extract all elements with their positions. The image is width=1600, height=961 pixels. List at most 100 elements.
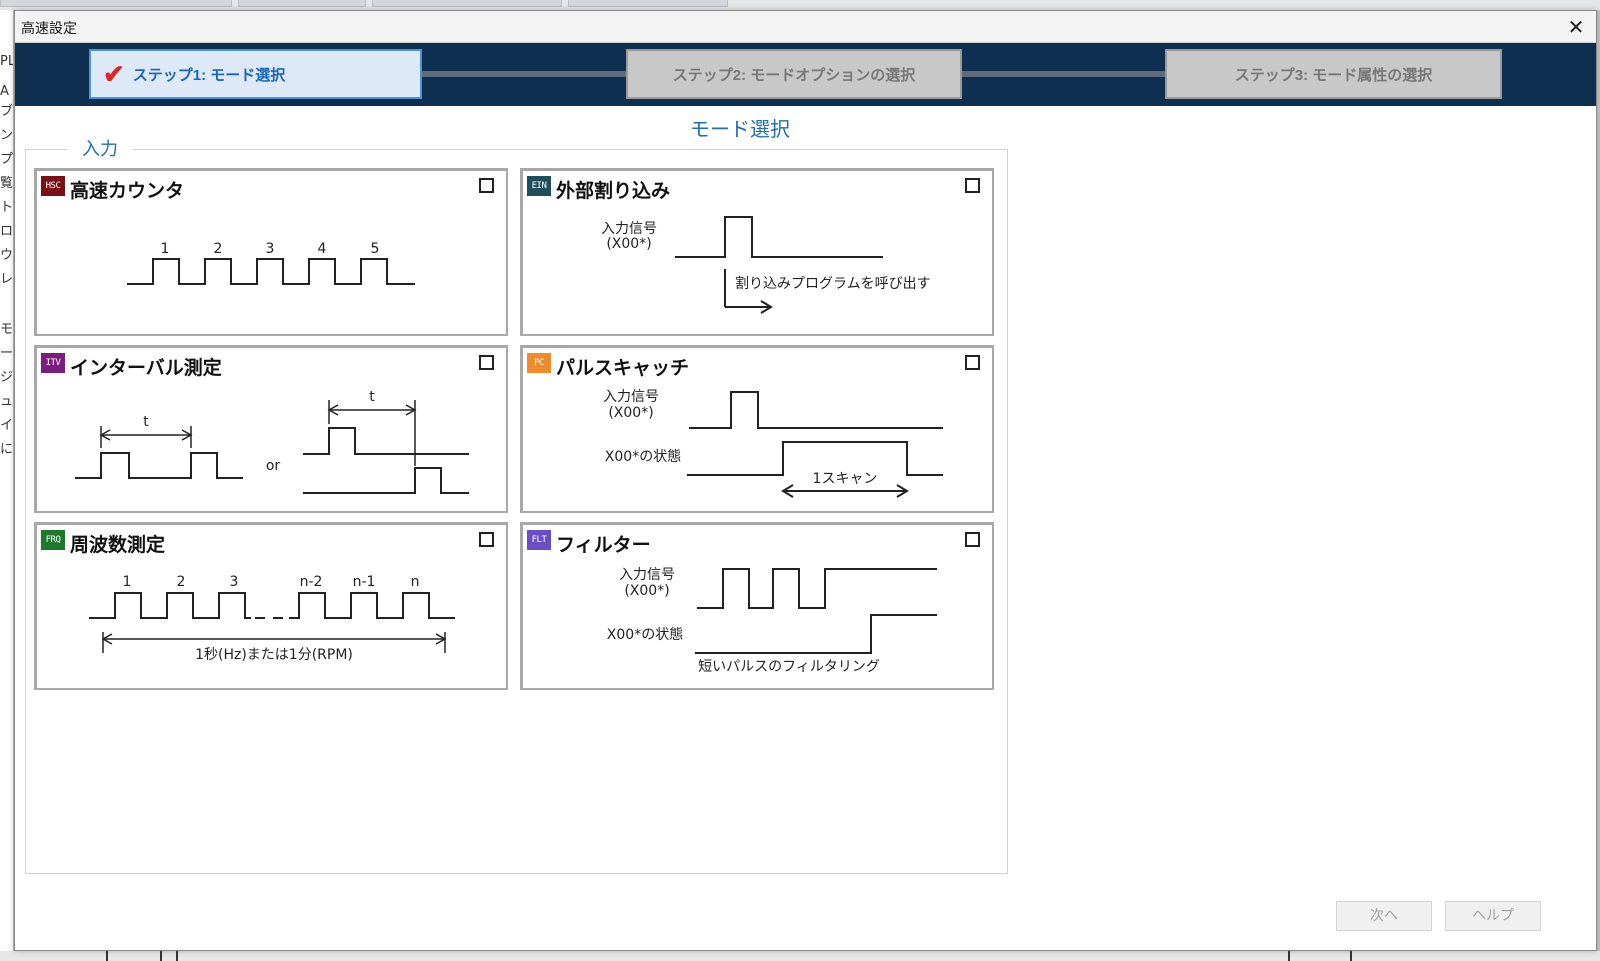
mode-checkbox[interactable] xyxy=(479,532,494,547)
background-text: プロ xyxy=(0,152,14,167)
pulse-number: 2 xyxy=(214,241,223,257)
signal-label: (X00*) xyxy=(608,405,653,421)
mode-checkbox[interactable] xyxy=(479,355,494,370)
filter-diagram: 入力信号 (X00*) X00*の状態 短いパルスのフィルタリング xyxy=(607,567,937,675)
next-button[interactable]: 次へ xyxy=(1336,901,1432,931)
signal-label: 入力信号 xyxy=(601,221,657,237)
background-text: A xyxy=(0,84,9,99)
arrow-head-icon xyxy=(760,300,773,314)
interrupt-note: 割り込みプログラムを呼び出す xyxy=(735,275,931,292)
background-divider xyxy=(1350,951,1352,961)
page-title: モード選択 xyxy=(690,119,790,141)
mode-card-frequency-measurement[interactable]: 1 2 3 n-2 n-1 n 1秒(Hz)または1分(RPM) FRQ 周波数… xyxy=(34,522,508,690)
mode-card-pulse-catch[interactable]: 入力信号 (X00*) X00*の状態 1スキャン PC パルスキャッチ xyxy=(520,345,994,513)
state-waveform xyxy=(687,441,943,476)
mode-card-interval-measurement[interactable]: t or t ITV インターバル測定 xyxy=(34,345,508,513)
pulse-waveform-a xyxy=(303,427,469,455)
arrow-head-icon xyxy=(101,633,113,645)
step-label: ステップ3: モード属性の選択 xyxy=(1234,66,1433,84)
high-speed-counter-diagram: 1 2 3 4 5 xyxy=(127,241,415,285)
card-title: パルスキャッチ xyxy=(556,357,690,379)
close-icon[interactable]: ✕ xyxy=(1567,15,1585,39)
background-text: イ xyxy=(0,418,14,433)
input-waveform xyxy=(689,391,943,429)
background-text: PL xyxy=(0,54,14,69)
dialog-title: 高速設定 xyxy=(21,21,77,37)
frq-badge-icon: FRQ xyxy=(41,530,65,550)
step-connector xyxy=(961,71,1167,77)
pulse-number: 4 xyxy=(318,241,327,257)
pulse-number: n-2 xyxy=(300,574,323,590)
background-text: ブラ xyxy=(0,104,14,119)
step-label: ステップ2: モードオプションの選択 xyxy=(672,66,916,84)
mode-checkbox[interactable] xyxy=(479,178,494,193)
card-title: 高速カウンタ xyxy=(70,180,185,202)
background-text: ト xyxy=(0,200,14,215)
signal-waveform xyxy=(675,216,883,258)
checkmark-icon: ✔ xyxy=(103,58,125,89)
arrow-head-icon xyxy=(181,429,193,441)
step-label: ステップ1: モード選択 xyxy=(132,66,286,84)
mode-card-high-speed-counter[interactable]: 1 2 3 4 5 HSC 高速カウンタ xyxy=(34,168,508,336)
background-bottom-strip xyxy=(0,951,1600,961)
filter-caption: 短いパルスのフィルタリング xyxy=(698,659,880,675)
interval-measurement-diagram: t or t xyxy=(75,389,469,494)
scan-label: 1スキャン xyxy=(813,471,878,487)
background-text: に xyxy=(0,442,14,457)
pulse-waveform xyxy=(89,592,251,619)
pc-badge-icon: PC xyxy=(527,353,551,373)
hsc-badge-icon: HSC xyxy=(41,176,65,196)
group-label: 入力 xyxy=(68,135,132,161)
step-3-mode-attribute-selection[interactable]: ステップ3: モード属性の選択 xyxy=(1165,49,1502,99)
mode-checkbox[interactable] xyxy=(965,178,980,193)
signal-label: 入力信号 xyxy=(619,567,675,583)
frequency-measurement-diagram: 1 2 3 n-2 n-1 n 1秒(Hz)または1分(RPM) xyxy=(89,574,455,663)
signal-label: 入力信号 xyxy=(603,389,659,405)
background-text: ー xyxy=(0,346,14,361)
mode-card-filter[interactable]: 入力信号 (X00*) X00*の状態 短いパルスのフィルタリング FLT フィ… xyxy=(520,522,994,690)
background-text: ロク xyxy=(0,224,14,239)
signal-label: (X00*) xyxy=(606,236,651,252)
pulse-waveform-b xyxy=(303,467,469,494)
pulse-number: 3 xyxy=(230,574,239,590)
step-1-mode-selection[interactable]: ✔ ステップ1: モード選択 xyxy=(89,49,422,99)
help-button[interactable]: ヘルプ xyxy=(1445,901,1541,931)
state-label: X00*の状態 xyxy=(607,627,683,643)
pulse-number: 1 xyxy=(161,241,170,257)
background-text: ジュ xyxy=(0,370,13,385)
background-tab-strip xyxy=(0,0,1600,10)
mode-checkbox[interactable] xyxy=(965,532,980,547)
external-interrupt-diagram: 入力信号 (X00*) 割り込みプログラムを呼び出す xyxy=(601,216,931,314)
background-divider xyxy=(176,951,178,961)
arrow-head-icon xyxy=(405,404,417,416)
pulse-waveform xyxy=(127,258,415,285)
input-waveform xyxy=(697,568,937,609)
or-label: or xyxy=(266,458,281,474)
input-group: 入力 1 2 3 4 5 HSC 高速カウンタ 入力信号 (X00*) xyxy=(25,135,1008,874)
mode-card-external-interrupt[interactable]: 入力信号 (X00*) 割り込みプログラムを呼び出す EIN 外部割り込み xyxy=(520,168,994,336)
itv-badge-icon: ITV xyxy=(41,353,65,373)
pulse-number: n xyxy=(411,574,420,590)
background-text: ュ xyxy=(0,394,14,409)
pulse-waveform xyxy=(289,592,455,619)
high-speed-settings-dialog: 高速設定 ✕ ✔ ステップ1: モード選択 ステップ2: モードオプションの選択… xyxy=(14,10,1597,951)
signal-label: (X00*) xyxy=(624,583,669,599)
period-caption: 1秒(Hz)または1分(RPM) xyxy=(195,647,353,663)
card-title: フィルター xyxy=(556,534,651,556)
state-label: X00*の状態 xyxy=(605,449,681,465)
background-divider xyxy=(106,951,108,961)
ein-badge-icon: EIN xyxy=(527,176,551,196)
time-label: t xyxy=(143,414,149,430)
pulse-number: n-1 xyxy=(353,574,376,590)
mode-checkbox[interactable] xyxy=(965,355,980,370)
flt-badge-icon: FLT xyxy=(527,530,551,550)
background-tab xyxy=(372,0,562,7)
background-text: レ xyxy=(0,272,14,287)
background-divider xyxy=(160,951,162,961)
arrow-head-icon xyxy=(327,404,339,416)
background-tab xyxy=(238,0,366,7)
pulse-number: 2 xyxy=(177,574,186,590)
pulse-catch-diagram: 入力信号 (X00*) X00*の状態 1スキャン xyxy=(603,389,943,498)
step-2-mode-option-selection[interactable]: ステップ2: モードオプションの選択 xyxy=(626,49,962,99)
background-tab xyxy=(568,0,728,7)
